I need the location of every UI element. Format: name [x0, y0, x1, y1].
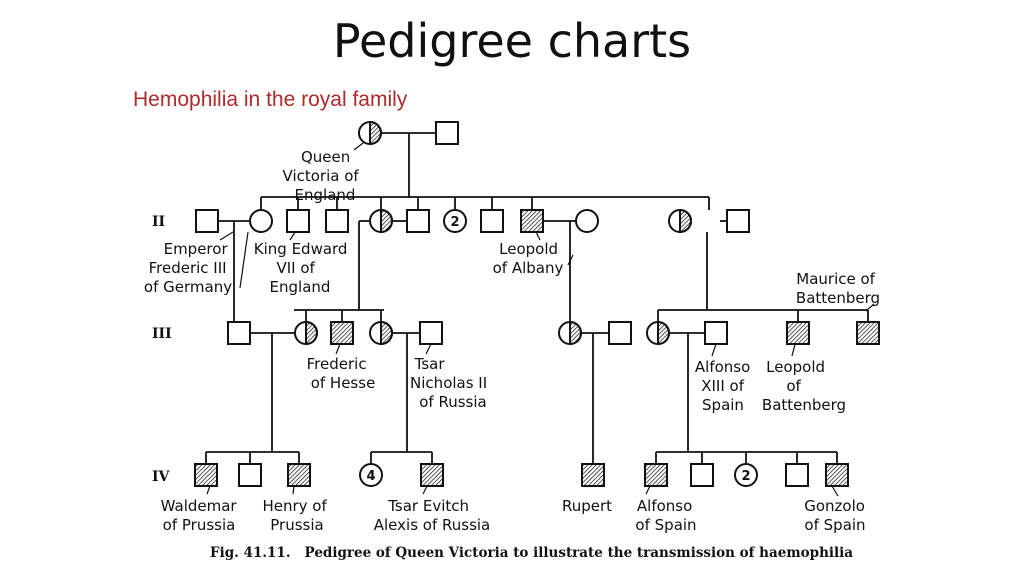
gen4-prussia-son-symbol — [238, 463, 262, 487]
edward-vii-label: King Edward VII of England — [254, 240, 352, 296]
leopold-wife-symbol — [575, 209, 599, 233]
beatrice-carrier-symbol — [668, 208, 692, 234]
rupert-symbol — [581, 463, 605, 487]
gen3-prussia-father-symbol — [227, 321, 251, 345]
generation-label-iii: III — [152, 326, 172, 342]
leopold-albany-label: Leopold of Albany — [493, 240, 564, 277]
gen3-irene-carrier-symbol — [294, 320, 318, 346]
edward-vii-symbol — [286, 209, 310, 233]
gonzolo-label: Gonzolo of Spain — [804, 497, 869, 534]
waldemar-symbol — [194, 463, 218, 487]
frederic-hesse-label: Frederic of Hesse — [307, 355, 376, 392]
alfonso-xiii-symbol — [704, 321, 728, 345]
gonzolo-symbol — [825, 463, 849, 487]
gen3-alexandra-carrier-symbol — [369, 320, 393, 346]
gen4-spain-son-2-symbol — [785, 463, 809, 487]
frederic-hesse-symbol — [330, 321, 354, 345]
generation-label-iv: IV — [152, 469, 171, 485]
gen4-spain-son-symbol — [690, 463, 714, 487]
leopold-battenberg-symbol — [786, 321, 810, 345]
maurice-battenberg-symbol — [856, 321, 880, 345]
gen3-teck-symbol — [608, 321, 632, 345]
victoria-symbol — [358, 120, 382, 146]
gen2-son-2-symbol — [406, 209, 430, 233]
alfonso-spain-symbol — [644, 463, 668, 487]
alfonso-spain-label: Alfonso of Spain — [635, 497, 697, 534]
alfonso-xiii-label: Alfonso XIII of Spain — [695, 358, 755, 414]
nicholas-symbol — [419, 321, 443, 345]
henry-symbol — [287, 463, 311, 487]
gen4-hesse-count: 4 — [366, 469, 375, 484]
leopold-battenberg-label: Leopold of Battenberg — [762, 358, 846, 414]
maurice-label: Maurice of Battenberg — [796, 270, 880, 307]
victoria-daughter-symbol — [249, 209, 273, 233]
gen3-alice-carrier-symbol — [558, 320, 582, 346]
alexis-symbol — [420, 463, 444, 487]
gen2-two-females-symbol: 2 — [443, 209, 467, 233]
gen2-count: 2 — [450, 215, 459, 230]
rupert-label: Rupert — [562, 497, 612, 515]
alexis-label: Tsar Evitch Alexis of Russia — [374, 497, 491, 534]
frederic-iii-symbol — [195, 209, 219, 233]
alice-carrier-symbol — [369, 208, 393, 234]
gen3-ena-carrier-symbol — [646, 320, 670, 346]
albert-symbol — [435, 121, 459, 145]
victoria-label: Queen Victoria of England — [283, 148, 364, 204]
gen4-spain-count: 2 — [741, 469, 750, 484]
gen4-four-females-symbol: 4 — [359, 463, 383, 487]
leader-lines — [206, 142, 875, 497]
nicholas-label: Tsar Nicholas II of Russia — [410, 355, 492, 411]
generation-label-ii: II — [152, 214, 165, 230]
leopold-albany-symbol — [520, 209, 544, 233]
henry-label: Henry of Prussia — [262, 497, 331, 534]
gen2-son-3-symbol — [480, 209, 504, 233]
frederic-iii-label: Emperor Frederic III of Germany — [144, 240, 232, 296]
slide-subtitle: Hemophilia in the royal family — [133, 88, 408, 111]
waldemar-label: Waldemar of Prussia — [161, 497, 242, 534]
pedigree-lines — [205, 132, 869, 464]
slide-title: Pedigree charts — [332, 14, 692, 68]
gen4-two-females-symbol: 2 — [734, 463, 758, 487]
maurice-symbol — [726, 209, 750, 233]
figure-caption: Fig. 41.11.Pedigree of Queen Victoria to… — [210, 545, 853, 561]
gen2-son-symbol — [325, 209, 349, 233]
